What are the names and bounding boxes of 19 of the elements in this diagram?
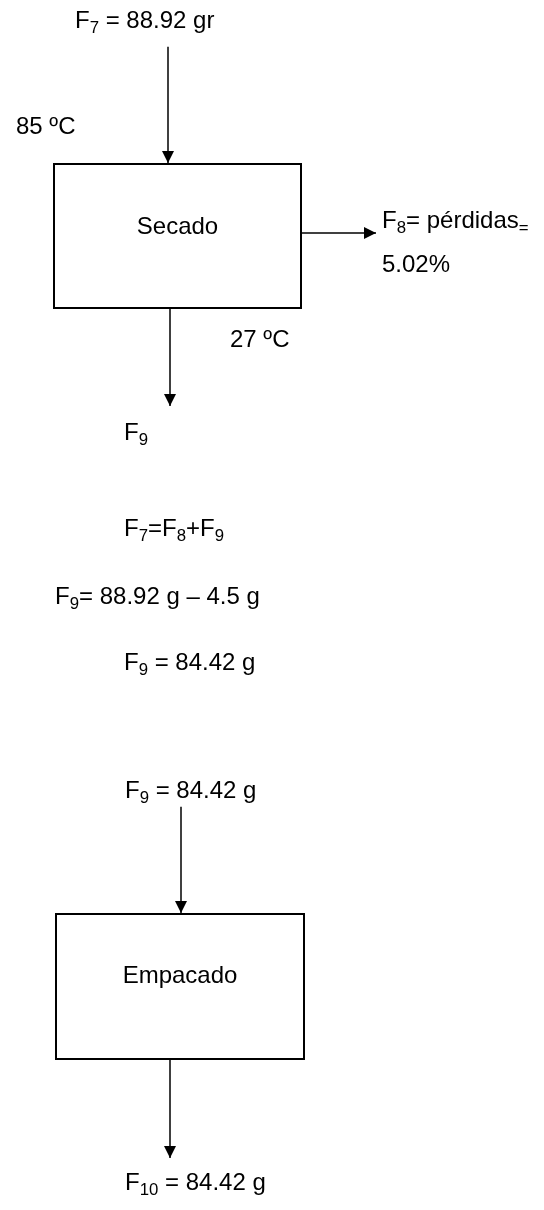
flow-arrow bbox=[164, 308, 176, 407]
stream-label: F$_{7}$ = 88.92 gr bbox=[75, 6, 215, 35]
stream-label: F$_{9}$ = 84.42 g bbox=[125, 776, 257, 805]
equation-text: F$_{9}$= 88.92 g – 4.5 g bbox=[55, 582, 260, 611]
equation-text: F$_{9}$ = 84.42 g bbox=[124, 648, 256, 677]
flow-arrow bbox=[164, 1059, 176, 1159]
process-label: Empacado bbox=[121, 961, 239, 990]
process-box bbox=[53, 163, 302, 309]
flow-arrow bbox=[162, 46, 174, 164]
stream-label: F$_{9}$ bbox=[124, 418, 148, 447]
process-box bbox=[55, 913, 305, 1060]
temperature-label: 85 ºC bbox=[16, 112, 76, 141]
flow-arrow bbox=[301, 227, 377, 239]
stream-label: F$_{10}$ = 84.42 g bbox=[125, 1168, 266, 1197]
stream-label: F$_{8}$= pérdidas$_{=}$ 5.02% bbox=[382, 198, 532, 286]
flow-arrow bbox=[175, 806, 187, 914]
temperature-label: 27 ºC bbox=[230, 325, 290, 354]
equation-text: F$_{7}$=F$_{8}$+F$_{9}$ bbox=[124, 514, 225, 543]
process-label: Secado bbox=[135, 212, 220, 241]
